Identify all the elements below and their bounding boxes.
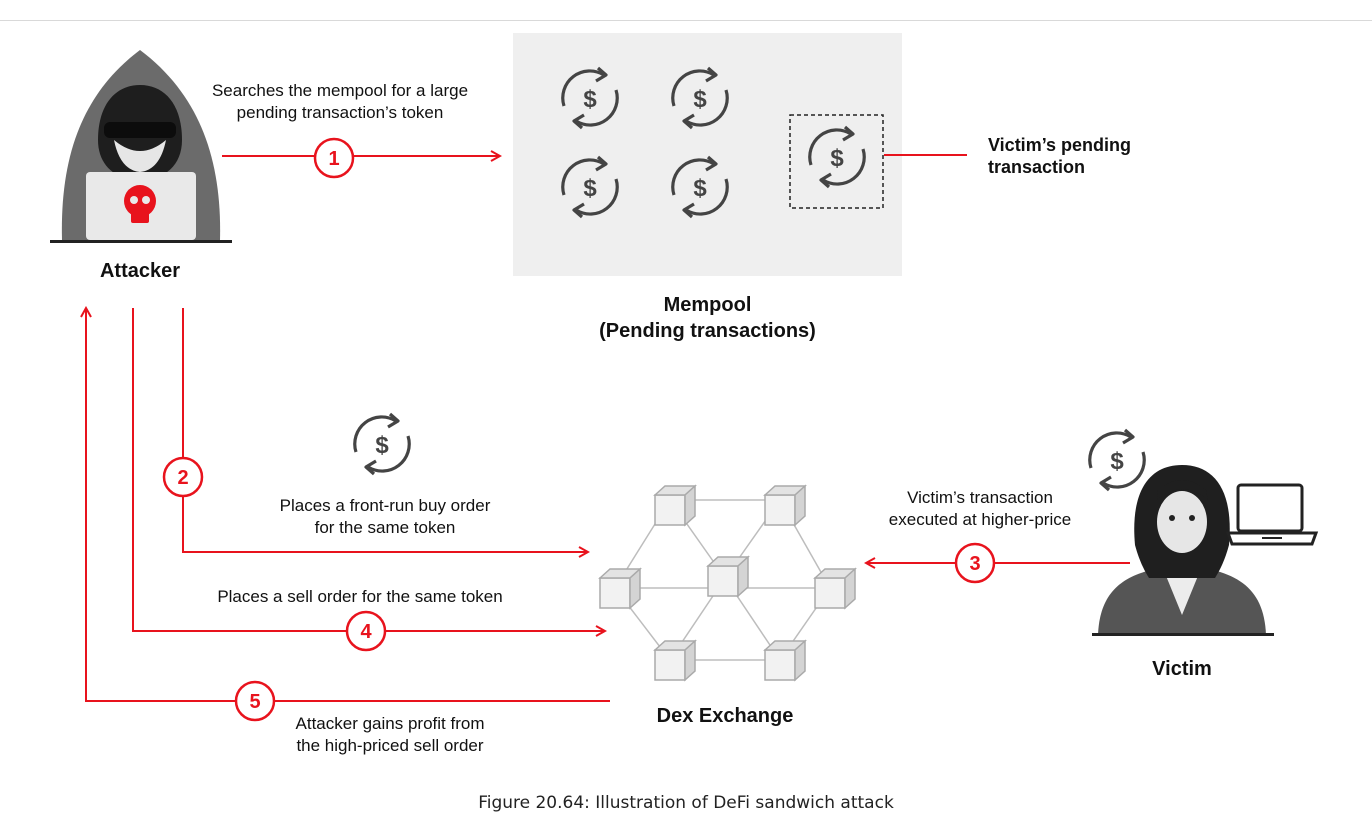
step-4-arrow xyxy=(132,308,605,631)
svg-text:1: 1 xyxy=(328,148,339,170)
dex-network-icon xyxy=(599,485,856,681)
step-2-text-line1: Places a front-run buy order xyxy=(279,496,491,515)
attacker-icon xyxy=(50,50,232,243)
step-4-text: Places a sell order for the same token xyxy=(217,587,503,606)
mempool-label-line2: (Pending transactions) xyxy=(599,320,816,342)
step-4-badge: 4 xyxy=(345,610,387,652)
step-2-text: Places a front-run buy order for the sam… xyxy=(230,495,540,539)
step-3-text: Victim’s transaction executed at higher-… xyxy=(860,487,1100,531)
step-5-text-line2: the high-priced sell order xyxy=(296,736,484,755)
svg-text:3: 3 xyxy=(969,553,980,575)
svg-text:5: 5 xyxy=(249,691,260,713)
victim-pending-line1: Victim’s pending xyxy=(988,135,1132,155)
victim-transaction-highlight xyxy=(789,114,884,209)
step-2-badge: 2 xyxy=(162,456,204,498)
victim-pending-line2: transaction xyxy=(988,157,1086,177)
step-1-badge: 1 xyxy=(313,137,355,179)
step-3-text-line2: executed at higher-price xyxy=(888,510,1072,529)
step-5-text: Attacker gains profit from the high-pric… xyxy=(270,713,510,757)
step-3-badge: 3 xyxy=(954,542,996,584)
svg-text:4: 4 xyxy=(360,621,372,643)
step-1-text: Searches the mempool for a large pending… xyxy=(150,80,530,124)
top-divider xyxy=(0,20,1372,21)
attacker-label: Attacker xyxy=(99,260,181,282)
victim-pending-label: Victim’s pending transaction xyxy=(988,134,1238,178)
step-2-text-line2: for the same token xyxy=(314,518,456,537)
step-2-arrow xyxy=(182,308,588,552)
victim-floating-transaction-icon xyxy=(1088,428,1146,492)
figure-caption: Figure 20.64: Illustration of DeFi sandw… xyxy=(478,793,894,813)
svg-text:2: 2 xyxy=(177,467,188,489)
mempool-label: Mempool (Pending transactions) xyxy=(513,292,902,344)
victim-icon xyxy=(1092,465,1319,636)
step-1-text-line1: Searches the mempool for a large xyxy=(211,81,469,100)
step-3-text-line1: Victim’s transaction xyxy=(907,488,1053,507)
step-5-text-line1: Attacker gains profit from xyxy=(295,714,485,733)
step-5-badge: 5 xyxy=(234,680,276,722)
step-1-text-line2: pending transaction’s token xyxy=(236,103,444,122)
victim-label: Victim xyxy=(1152,658,1212,680)
step-5-arrow xyxy=(86,308,610,702)
front-run-transaction-icon xyxy=(353,412,411,476)
mempool-label-line1: Mempool xyxy=(663,294,752,316)
dex-exchange-label: Dex Exchange xyxy=(656,705,794,727)
